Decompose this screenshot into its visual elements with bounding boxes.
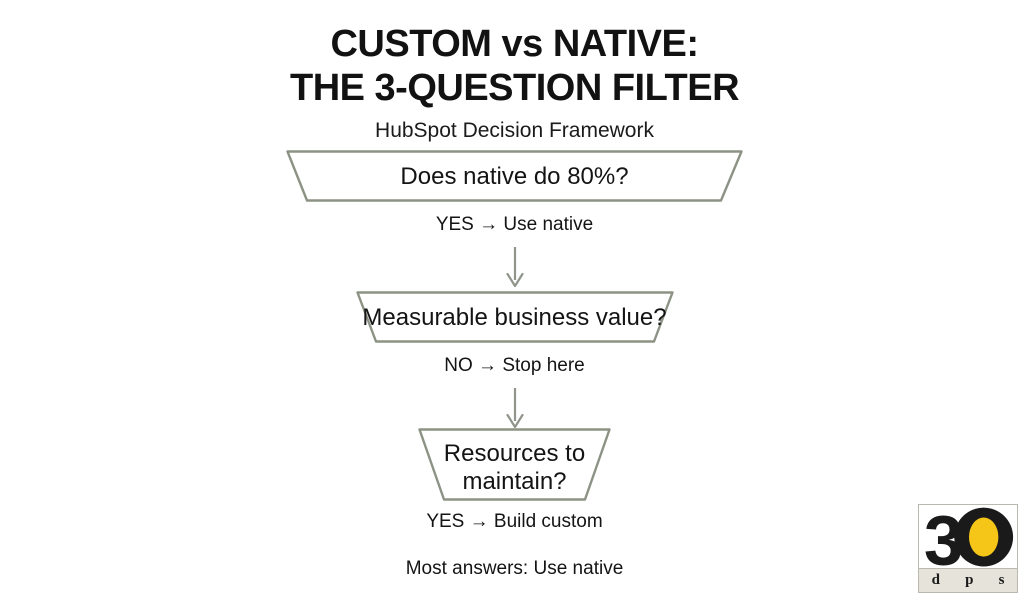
summary-text: Most answers: Use native	[405, 558, 624, 579]
logo-letter-d: d	[931, 572, 940, 588]
arrow-down-icon	[505, 247, 524, 288]
funnel-stage-1: Does native do 80%? YES → Use native	[0, 150, 1029, 289]
arrow-down-icon	[505, 388, 524, 429]
flow-arrow-2	[0, 388, 1029, 430]
funnel-label-2: Measurable business value?	[362, 304, 667, 331]
funnel-label-3: Resources to maintain?	[443, 440, 586, 495]
trapezoid-3-icon	[418, 428, 611, 501]
title-block: CUSTOM vs NATIVE: THE 3-QUESTION FILTER …	[0, 22, 1029, 144]
funnel-note-3: YES → Build custom	[426, 511, 603, 532]
brand-logo: 3 d p s	[918, 504, 1018, 593]
funnel-shape-3[interactable]: Resources to maintain?	[418, 428, 611, 501]
funnel-note-2: NO → Stop here	[444, 355, 585, 376]
page-subtitle: HubSpot Decision Framework	[375, 119, 654, 142]
logo-letter-s: s	[998, 572, 1005, 588]
logo-30-icon: 3	[924, 505, 1014, 575]
funnel-shape-2[interactable]: Measurable business value?	[355, 291, 674, 343]
funnel-label-1: Does native do 80%?	[400, 163, 629, 190]
page-title-line-1: CUSTOM vs NATIVE:	[330, 23, 699, 65]
funnel-note-1: YES → Use native	[435, 214, 594, 235]
trapezoid-1-icon	[286, 150, 743, 202]
funnel-shape-1[interactable]: Does native do 80%?	[286, 150, 743, 202]
funnel-stage-3: Resources to maintain? YES → Build custo…	[0, 428, 1029, 533]
logo-letter-p: p	[965, 572, 974, 588]
trapezoid-2-icon	[355, 291, 674, 343]
page-title-line-2: THE 3-QUESTION FILTER	[289, 67, 740, 109]
funnel-stage-2: Measurable business value? NO → Stop her…	[0, 291, 1029, 430]
logo-letters: d p s	[919, 568, 1017, 592]
flow-arrow-1	[0, 247, 1029, 289]
